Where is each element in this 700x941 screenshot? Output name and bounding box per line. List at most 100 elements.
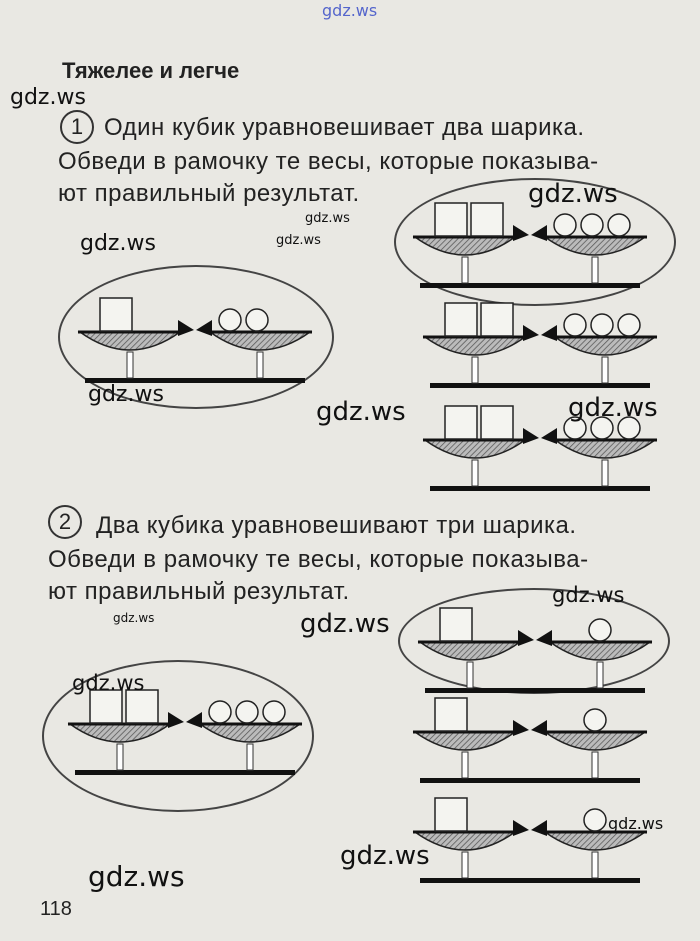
ball <box>262 700 286 724</box>
left-pan <box>422 439 528 459</box>
task-1-line-2: Обведи в рамочку те весы, которые показы… <box>58 148 599 175</box>
ball <box>583 708 607 732</box>
left-pan <box>67 723 173 743</box>
left-pan <box>417 641 523 661</box>
balance-scale <box>70 290 320 390</box>
scale-base <box>420 778 640 783</box>
watermark: gdz.ws <box>608 814 664 833</box>
cube <box>434 697 468 732</box>
watermark: gdz.ws <box>10 85 86 110</box>
arrow-left-icon <box>186 712 202 728</box>
scale-drawing <box>67 689 303 775</box>
arrow-right-icon <box>518 630 534 646</box>
watermark: gdz.ws <box>300 609 390 639</box>
cube <box>89 689 123 724</box>
scale-drawing <box>422 405 658 491</box>
cube <box>444 405 478 440</box>
cube <box>434 797 468 832</box>
scale-drawing <box>417 607 653 693</box>
arrow-left-icon <box>531 720 547 736</box>
watermark: gdz.ws <box>568 393 658 423</box>
scale-base <box>430 486 650 491</box>
right-pan <box>542 731 648 751</box>
arrow-right-icon <box>513 820 529 836</box>
arrow-right-icon <box>513 225 529 241</box>
left-pan <box>412 731 518 751</box>
scale-base <box>430 383 650 388</box>
watermark: gdz.ws <box>340 841 430 871</box>
arrow-left-icon <box>541 325 557 341</box>
scale-post <box>601 356 609 384</box>
right-pan <box>542 831 648 851</box>
ball <box>617 416 641 440</box>
left-pan <box>77 331 183 351</box>
scale-post <box>116 743 124 771</box>
ball <box>617 313 641 337</box>
task-1-line-3: ют правильный результат. <box>58 180 360 207</box>
scale-post <box>466 661 474 689</box>
arrow-right-icon <box>523 325 539 341</box>
scale-base <box>75 770 295 775</box>
watermark: gdz.ws <box>72 671 145 695</box>
scale-post <box>596 661 604 689</box>
ball <box>590 416 614 440</box>
ball <box>245 308 269 332</box>
left-pan <box>412 831 518 851</box>
arrow-right-icon <box>168 712 184 728</box>
watermark: gdz.ws <box>528 179 618 209</box>
arrow-right-icon <box>513 720 529 736</box>
ball <box>235 700 259 724</box>
arrow-right-icon <box>523 428 539 444</box>
ball <box>590 313 614 337</box>
ball <box>607 213 631 237</box>
scale-base <box>420 878 640 883</box>
task-1-number: 1 <box>60 110 94 144</box>
arrow-left-icon <box>196 320 212 336</box>
watermark: gdz.ws <box>552 583 625 607</box>
cube <box>480 302 514 337</box>
balance-scale <box>415 398 665 498</box>
watermark: gdz.ws <box>88 860 185 893</box>
balance-scale <box>405 790 655 890</box>
arrow-left-icon <box>531 225 547 241</box>
page-number: 118 <box>40 898 72 920</box>
scale-base <box>425 688 645 693</box>
scale-post <box>461 851 469 879</box>
task-2-number: 2 <box>48 505 82 539</box>
arrow-left-icon <box>531 820 547 836</box>
left-pan <box>422 336 528 356</box>
scale-post <box>601 459 609 487</box>
watermark: gdz.ws <box>80 231 156 256</box>
task-2-line-1: Два кубика уравновешивают три шарика. <box>96 512 577 539</box>
scale-drawing <box>412 202 648 288</box>
cube <box>470 202 504 237</box>
cube <box>444 302 478 337</box>
arrow-left-icon <box>541 428 557 444</box>
scale-post <box>126 351 134 379</box>
right-pan <box>197 723 303 743</box>
cube <box>480 405 514 440</box>
ball <box>583 808 607 832</box>
scale-drawing <box>412 697 648 783</box>
scale-post <box>461 256 469 284</box>
task-2-line-2: Обведи в рамочку те весы, которые показы… <box>48 546 589 573</box>
scale-drawing <box>422 302 658 388</box>
right-pan <box>547 641 653 661</box>
scale-drawing <box>412 797 648 883</box>
scale-post <box>471 459 479 487</box>
answer-circle <box>58 265 334 409</box>
task-1-line-1: Один кубик уравновешивает два шарика. <box>104 114 585 141</box>
balance-scale <box>60 682 310 782</box>
right-pan <box>207 331 313 351</box>
scale-post <box>256 351 264 379</box>
task-2-line-3: ют правильный результат. <box>48 578 350 605</box>
ball <box>588 618 612 642</box>
scale-drawing <box>77 297 313 383</box>
cube <box>125 689 159 724</box>
watermark: gdz.ws <box>322 1 378 20</box>
balance-scale <box>410 600 660 700</box>
ball <box>563 416 587 440</box>
right-pan <box>552 439 658 459</box>
scale-post <box>461 751 469 779</box>
